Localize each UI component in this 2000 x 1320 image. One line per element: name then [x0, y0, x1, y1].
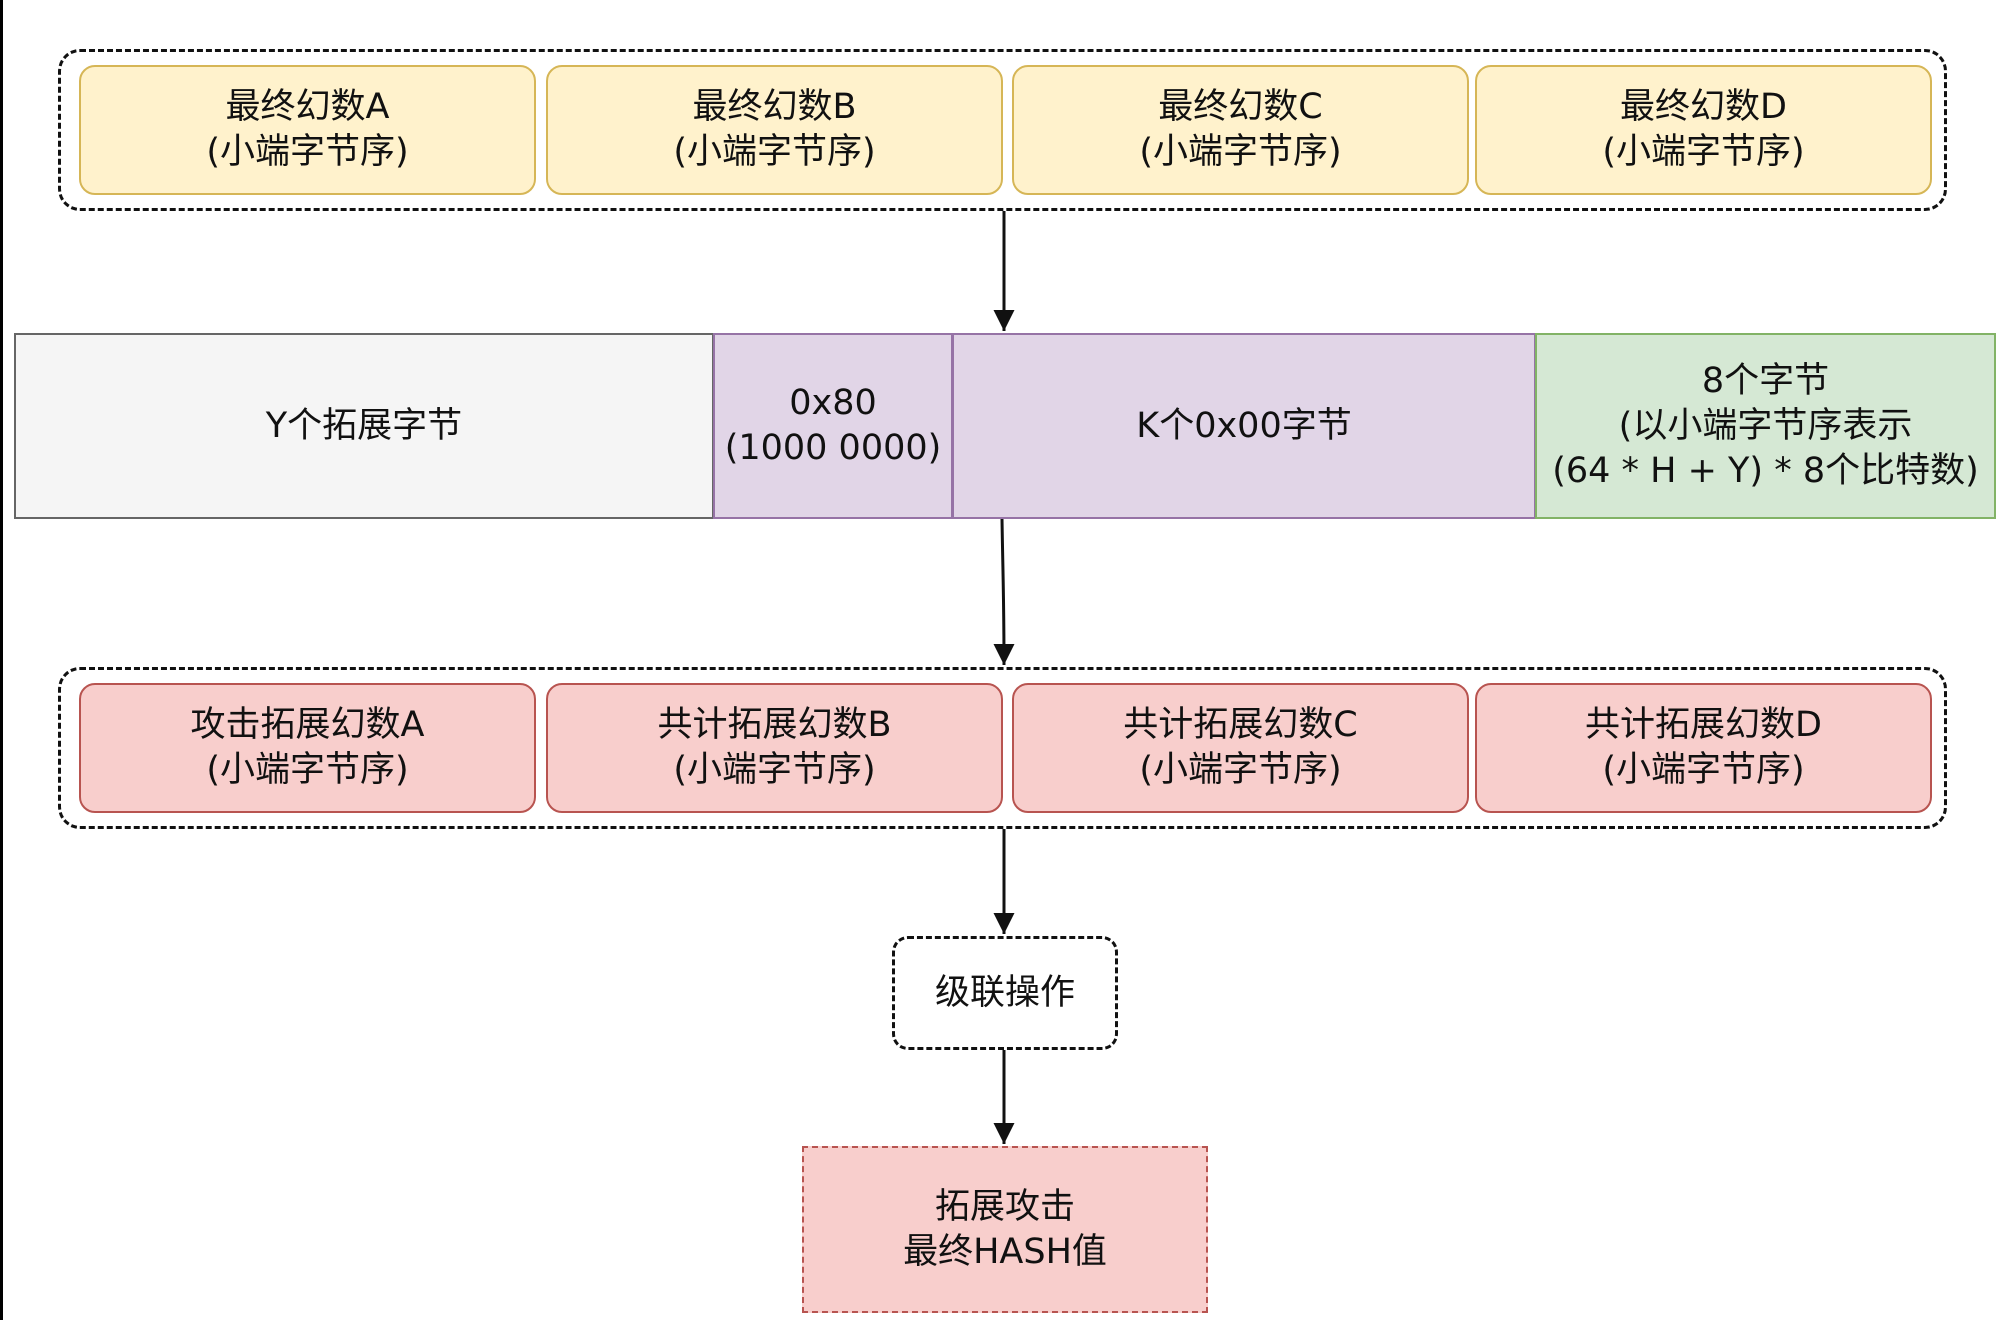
length-bytes-segment: 8个字节 (以小端字节序表示 (64 * H + Y) * 8个比特数) — [1535, 333, 1996, 519]
final-magic-group — [58, 49, 1947, 211]
extended-magic-d: 共计拓展幻数D (小端字节序) — [1475, 683, 1932, 813]
arrow-padding-to-extended — [993, 518, 1015, 666]
final-magic-d-title: 最终幻数D — [1620, 87, 1787, 127]
final-magic-a-note: (小端字节序) — [206, 132, 409, 172]
final-hash-line-1: 拓展攻击 — [934, 1186, 1075, 1227]
extended-magic-c: 共计拓展幻数C (小端字节序) — [1012, 683, 1469, 813]
zero-bytes-segment: K个0x00字节 — [952, 333, 1536, 519]
extended-magic-a-note: (小端字节序) — [206, 750, 409, 790]
final-magic-a-title: 最终幻数A — [225, 87, 390, 127]
length-bytes-line-1: 8个字节 — [1701, 360, 1830, 401]
length-bytes-line-3: (64 * H + Y) * 8个比特数) — [1552, 450, 1979, 491]
final-magic-b-title: 最终幻数B — [692, 87, 857, 127]
final-magic-d-note: (小端字节序) — [1602, 132, 1805, 172]
final-hash-node: 拓展攻击 最终HASH值 — [802, 1146, 1208, 1313]
length-bytes-line-2: (以小端字节序表示 — [1618, 405, 1913, 446]
final-hash-line-2: 最终HASH值 — [903, 1231, 1107, 1272]
extension-bytes-label: Y个拓展字节 — [265, 405, 463, 446]
concat-operation-node: 级联操作 — [892, 936, 1118, 1050]
left-border-line — [0, 0, 3, 1320]
extended-magic-d-title: 共计拓展幻数D — [1585, 705, 1822, 745]
extended-magic-d-note: (小端字节序) — [1602, 750, 1805, 790]
extended-magic-group — [58, 667, 1947, 829]
final-magic-c-title: 最终幻数C — [1158, 87, 1323, 127]
extended-magic-a-title: 攻击拓展幻数A — [190, 705, 425, 745]
extended-magic-c-title: 共计拓展幻数C — [1123, 705, 1358, 745]
final-magic-a: 最终幻数A (小端字节序) — [79, 65, 536, 195]
concat-operation-label: 级联操作 — [934, 972, 1075, 1013]
extended-magic-b: 共计拓展幻数B (小端字节序) — [546, 683, 1003, 813]
extended-magic-b-title: 共计拓展幻数B — [657, 705, 892, 745]
extended-magic-b-note: (小端字节序) — [673, 750, 876, 790]
padding-0x80-segment: 0x80 (1000 0000) — [713, 333, 953, 519]
final-magic-c-note: (小端字节序) — [1139, 132, 1342, 172]
padding-0x80-hex: 0x80 — [789, 383, 877, 423]
padding-0x80-binary: (1000 0000) — [724, 428, 942, 468]
extended-magic-c-note: (小端字节序) — [1139, 750, 1342, 790]
extended-magic-a: 攻击拓展幻数A (小端字节序) — [79, 683, 536, 813]
final-magic-b-note: (小端字节序) — [673, 132, 876, 172]
zero-bytes-label: K个0x00字节 — [1136, 405, 1352, 446]
final-magic-b: 最终幻数B (小端字节序) — [546, 65, 1003, 195]
final-magic-c: 最终幻数C (小端字节序) — [1012, 65, 1469, 195]
final-magic-d: 最终幻数D (小端字节序) — [1475, 65, 1932, 195]
extension-bytes-segment: Y个拓展字节 — [14, 333, 714, 519]
